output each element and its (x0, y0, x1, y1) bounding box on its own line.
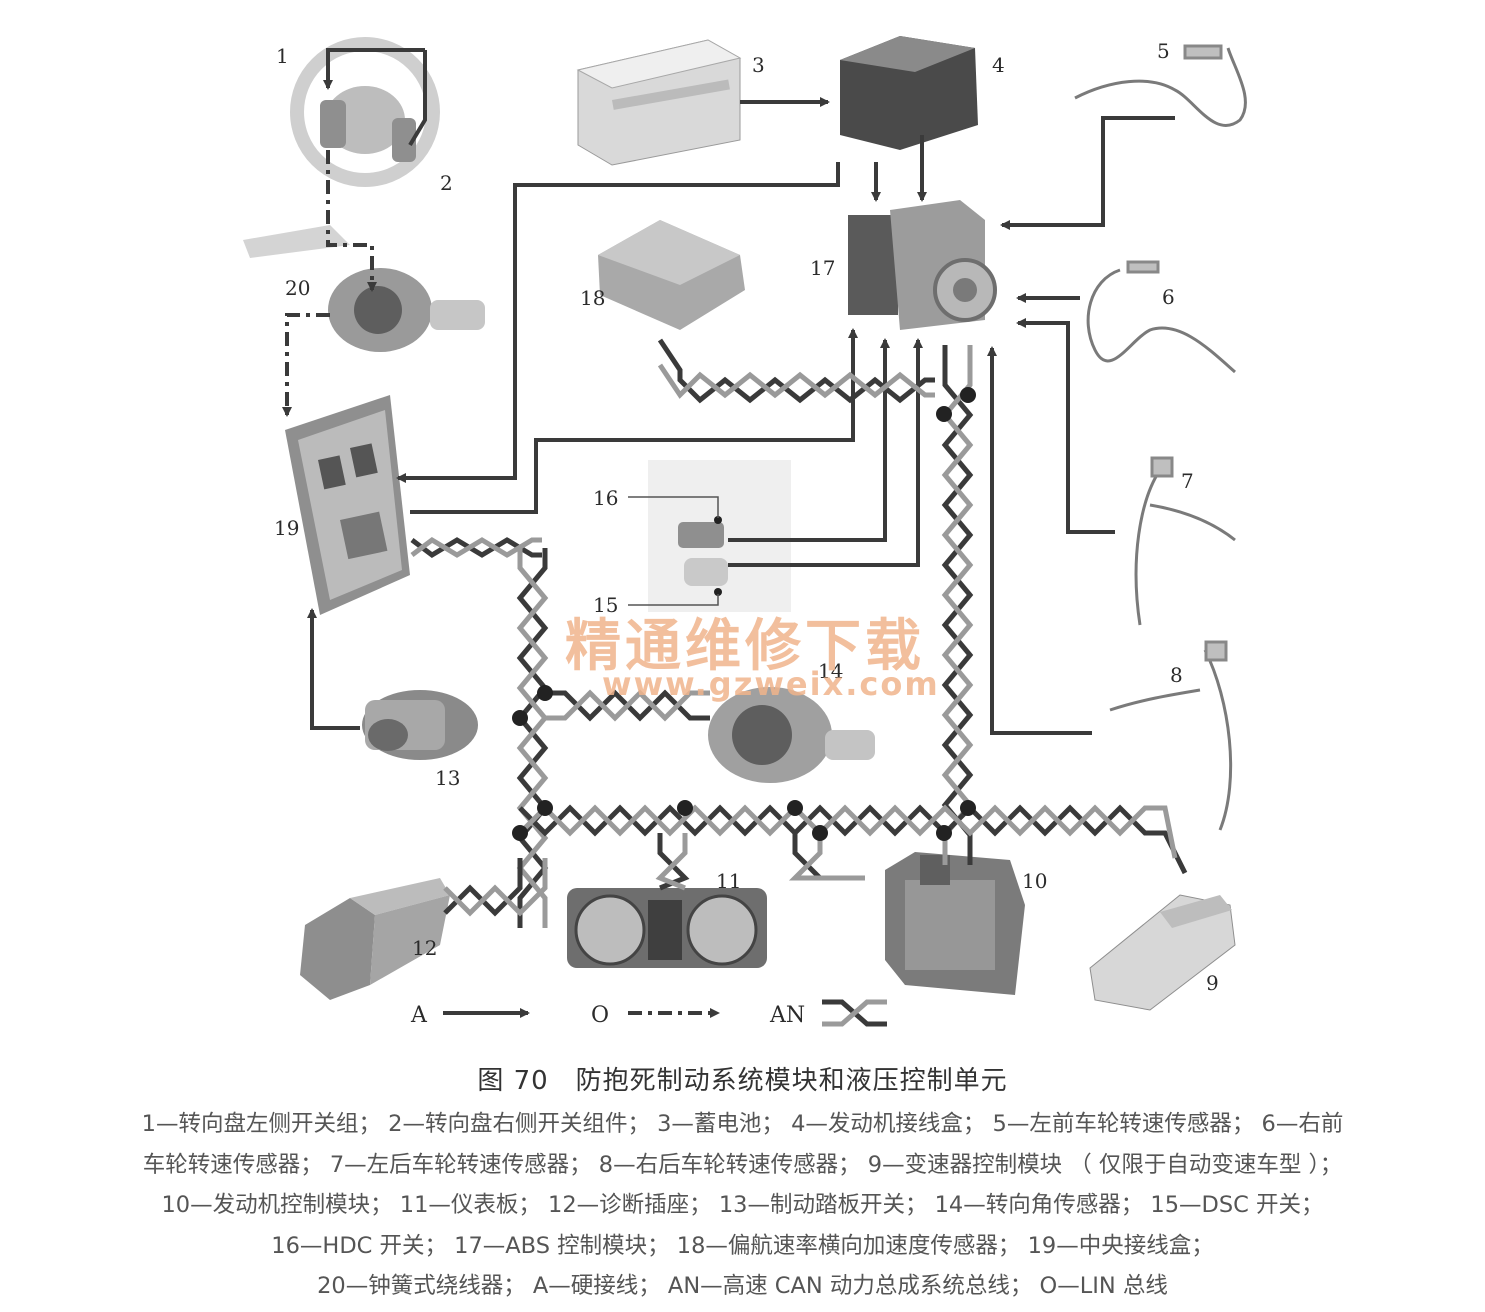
label-11: 11 (716, 869, 741, 893)
engine-junction-box-icon (840, 36, 978, 150)
label-3: 3 (752, 53, 765, 77)
figure-notes: 1—转向盘左侧开关组； 2—转向盘右侧开关组件； 3—蓄电池； 4—发动机接线盒… (0, 1104, 1485, 1307)
clockspring-icon (243, 225, 485, 352)
label-18: 18 (580, 286, 605, 310)
brake-pedal-switch-icon (362, 690, 478, 760)
label-19: 19 (274, 516, 299, 540)
label-15: 15 (593, 593, 618, 617)
diagnostic-socket-icon (300, 878, 450, 1000)
central-junction-box-icon (285, 395, 410, 615)
engine-control-module-icon (885, 852, 1025, 995)
watermark-text: 精通维修下载 (565, 614, 925, 679)
label-14: 14 (818, 659, 843, 683)
can-junction-dots (512, 387, 976, 841)
yaw-rate-sensor-icon (598, 220, 745, 330)
abs-control-module-icon (848, 200, 997, 330)
label-8: 8 (1170, 663, 1183, 687)
notes-line: 车轮转速传感器； 7—左后车轮转速传感器； 8—右后车轮转速传感器； 9—变速器… (142, 1151, 1343, 1178)
label-12: 12 (412, 936, 437, 960)
legend-an-line-light (822, 999, 887, 1027)
notes-line: 20—钟簧式绕线器； A—硬接线； AN—高速 CAN 动力总成系统总线； O—… (317, 1273, 1168, 1299)
wheel-speed-sensor-icon (1074, 44, 1247, 127)
figure-caption: 图 70 防抱死制动系统模块和液压控制单元 (477, 1066, 1008, 1096)
transmission-control-module-icon (1089, 894, 1236, 1011)
notes-line: 16—HDC 开关； 17—ABS 控制模块； 18—偏航速率横向加速度传感器；… (271, 1232, 1214, 1259)
notes-line: 10—发动机控制模块； 11—仪表板； 12—诊断插座； 13—制动踏板开关； … (161, 1192, 1324, 1218)
label-9: 9 (1206, 971, 1219, 995)
legend-a-label: A (410, 1003, 428, 1028)
label-4: 4 (992, 53, 1005, 77)
wheel-speed-sensor-icon (1134, 456, 1236, 626)
lin-bus-lines (282, 150, 377, 417)
watermark-url: www.gzweix.com (602, 665, 940, 703)
wheel-speed-sensor-icon (1086, 260, 1236, 374)
label-16: 16 (593, 486, 618, 510)
label-6: 6 (1162, 285, 1175, 309)
instrument-cluster-icon (567, 888, 767, 968)
can-bus-lines (410, 338, 1188, 928)
label-13: 13 (435, 766, 460, 790)
switch-panel-icon (648, 460, 791, 612)
steering-wheel-icon (290, 37, 440, 187)
steering-angle-sensor-icon (708, 687, 875, 783)
label-2: 2 (440, 171, 453, 195)
hardwire-lines (307, 48, 1175, 735)
legend: A O AN (410, 999, 887, 1028)
label-17: 17 (810, 256, 835, 280)
battery-icon (576, 39, 742, 166)
abs-wiring-diagram: 1 2 3 4 5 6 7 8 9 10 11 12 13 14 15 16 1… (243, 36, 1247, 1028)
wheel-speed-sensor-icon (1109, 640, 1233, 831)
notes-line: 1—转向盘左侧开关组； 2—转向盘右侧开关组件； 3—蓄电池； 4—发动机接线盒… (141, 1111, 1344, 1137)
leader-lines (628, 496, 719, 606)
legend-an-label: AN (769, 1003, 805, 1028)
label-20: 20 (285, 276, 310, 300)
label-7: 7 (1181, 469, 1194, 493)
legend-o-label: O (591, 1003, 609, 1028)
label-5: 5 (1157, 39, 1170, 63)
label-10: 10 (1022, 869, 1047, 893)
label-1: 1 (276, 44, 289, 68)
